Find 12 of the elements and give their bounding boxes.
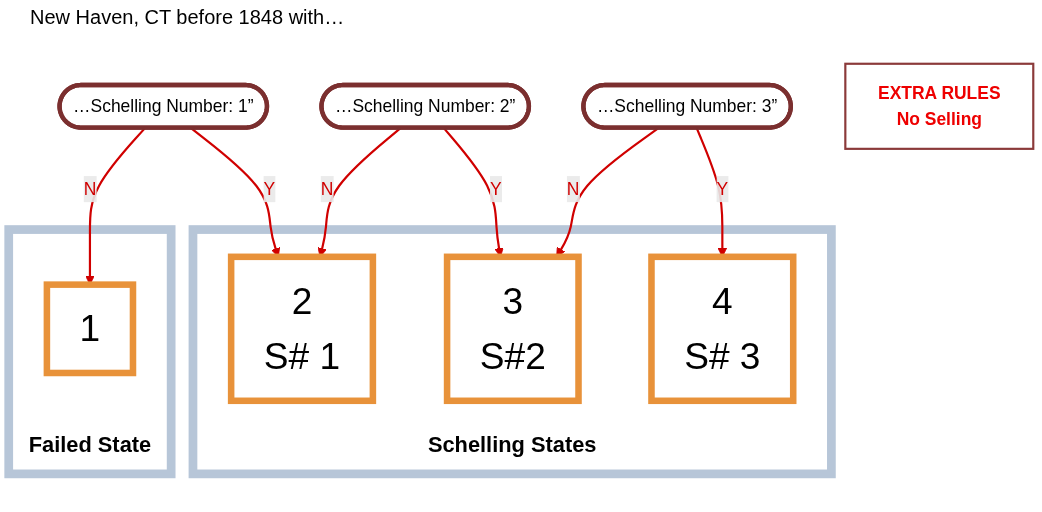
node-box: 3 S#2 (443, 253, 582, 405)
edge-label: Y (490, 179, 502, 198)
node-box: EXTRA RULES No Selling (844, 62, 1035, 150)
node-box: 2 S# 1 (227, 253, 377, 405)
diagram-title: New Haven, CT before 1848 with… (30, 6, 345, 29)
node-box: 4 S# 3 (648, 253, 797, 405)
node-box: 1 (43, 281, 137, 377)
edge-label: Y (716, 179, 729, 198)
edge-label: N (320, 179, 334, 198)
edge-label: N (566, 179, 580, 198)
edge-label: N (83, 179, 97, 198)
edge-label: Y (263, 179, 276, 198)
